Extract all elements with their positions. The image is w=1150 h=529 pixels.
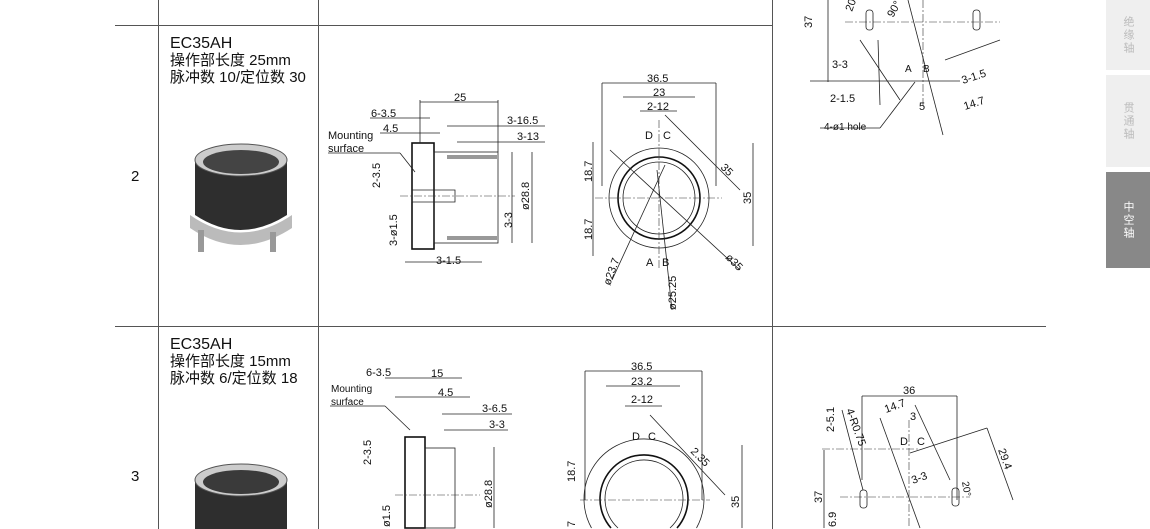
- dim-label: 6.9: [827, 512, 839, 527]
- dim-label: 2-12: [631, 394, 653, 406]
- dim-label: 3-6.5: [482, 403, 507, 415]
- dim-label: 18.7: [583, 161, 595, 182]
- dim-label: 35: [742, 192, 754, 204]
- spec-length: 操作部长度 25mm: [170, 52, 291, 69]
- product-photo: [194, 463, 288, 529]
- label-d: D: [632, 431, 640, 443]
- dim-label: 36.5: [631, 361, 652, 373]
- dim-label: 2-12: [647, 101, 669, 113]
- tab-label: 贯通轴: [1122, 101, 1134, 141]
- table-divider: [318, 0, 319, 529]
- dim-label: ø23.7: [602, 256, 623, 287]
- dim-label: 23: [653, 87, 665, 99]
- dim-label: 2-3.5: [371, 163, 383, 188]
- dim-label: ø28.8: [483, 480, 495, 508]
- label-c: C: [663, 130, 671, 142]
- dim-label: 7: [566, 521, 578, 527]
- dim-label: 18.7: [566, 461, 578, 482]
- dim-label: 2.35: [688, 446, 712, 470]
- label-c: C: [917, 436, 925, 448]
- product-info: EC35AH 操作部长度 15mm 脉冲数 6/定位数 18: [170, 336, 298, 387]
- dim-label: 3-3: [832, 59, 848, 71]
- model-name: EC35AH: [170, 35, 233, 52]
- front-view-drawing: 36.5 23 2-12 D C 18.7 18.7 35 35 ø23.7 A…: [583, 73, 754, 311]
- dim-label: 3-13: [517, 131, 539, 143]
- dim-label: ø35: [723, 252, 745, 274]
- dim-label: ø28.8: [520, 182, 532, 210]
- model-name: EC35AH: [170, 336, 233, 353]
- dim-label: 4-ø1 hole: [824, 122, 867, 133]
- dim-label: 6-3.5: [366, 367, 391, 379]
- label-d: D: [645, 130, 653, 142]
- mounting-hole-drawing: 37 20 90° 3-3 A B 3-1.5 2-1.5 5 14.7 4-ø…: [803, 0, 1001, 136]
- dim-label: 25: [454, 92, 466, 104]
- label-a: A: [646, 257, 654, 269]
- dim-label: 3-3: [910, 470, 929, 487]
- tab-label: 绝缘轴: [1122, 15, 1134, 55]
- spec-pulses: 脉冲数 10/定位数 30: [170, 69, 306, 86]
- label-b: B: [662, 257, 669, 269]
- product-photo: [190, 143, 292, 252]
- side-view-drawing: 25 6-3.5 4.5 Mounting surface 3-16.5 3-1…: [328, 92, 545, 267]
- dim-label: 4.5: [383, 123, 398, 135]
- dim-label: B: [923, 64, 930, 75]
- label-d: D: [900, 436, 908, 448]
- dim-label: 20: [844, 0, 859, 13]
- dim-label: 2-5.1: [825, 407, 837, 432]
- label-c: C: [648, 431, 656, 443]
- dim-label: 36: [903, 385, 915, 397]
- table-divider: [115, 25, 772, 26]
- dim-label: 3-3: [503, 212, 515, 228]
- dim-label: 37: [803, 16, 815, 28]
- dim-label: 36.5: [647, 73, 668, 85]
- dim-label: A: [905, 64, 912, 75]
- dim-label: 35: [718, 162, 735, 179]
- dim-label: 23.2: [631, 376, 652, 388]
- dim-label: 3-1.5: [436, 255, 461, 267]
- spec-length: 操作部长度 15mm: [170, 353, 291, 370]
- dim-label: 14.7: [883, 397, 907, 416]
- dim-label: 5: [919, 101, 925, 113]
- dim-label: 18.7: [583, 219, 595, 240]
- middle-ring: [599, 454, 689, 529]
- tab-hollow-shaft[interactable]: 中空轴: [1106, 172, 1150, 268]
- dim-label: 3-1.5: [960, 68, 988, 87]
- label-mounting: Mounting: [328, 130, 373, 142]
- dim-label: ø1.5: [381, 505, 393, 527]
- inner-ring: [604, 459, 684, 529]
- dim-label: 3-3: [489, 419, 505, 431]
- dim-label: 2-3.5: [362, 440, 374, 465]
- dim-label: 3-ø1.5: [388, 214, 400, 246]
- row-number: 2: [131, 168, 140, 185]
- spec-pulses: 脉冲数 6/定位数 18: [170, 370, 298, 387]
- label-surface: surface: [331, 397, 364, 408]
- dim-label: 15: [431, 368, 443, 380]
- tab-label: 中空轴: [1122, 200, 1134, 240]
- label-surface: surface: [328, 143, 364, 155]
- dim-label: 4.5: [438, 387, 453, 399]
- dim-label: 90°: [885, 0, 904, 19]
- dim-label: 2-1.5: [830, 93, 855, 105]
- table-divider: [115, 326, 1046, 327]
- dim-label: 35: [730, 496, 742, 508]
- product-info: EC35AH 操作部长度 25mm 脉冲数 10/定位数 30: [170, 35, 306, 86]
- dim-label: 37: [813, 491, 825, 503]
- dim-label: 14.7: [962, 95, 986, 113]
- dim-label: ø25.25: [667, 276, 679, 310]
- front-view-drawing: 36.5 23.2 2-12 D C 2.35 35 18.7 7: [566, 361, 743, 529]
- table-divider: [158, 0, 159, 529]
- mounting-hole-drawing: 36 14.7 3 2-5.1 4-R0.75 D C 29.4 3-3 20°…: [813, 385, 1014, 529]
- row-number: 3: [131, 468, 140, 485]
- label-mounting: Mounting: [331, 384, 372, 395]
- tab-insulated-shaft[interactable]: 绝缘轴: [1106, 0, 1150, 70]
- dim-label: 3-16.5: [507, 115, 538, 127]
- dim-label: 6-3.5: [371, 108, 396, 120]
- tab-through-shaft[interactable]: 贯通轴: [1106, 75, 1150, 167]
- outer-ring: [583, 438, 705, 529]
- side-view-drawing: 6-3.5 15 Mounting surface 4.5 3-6.5 3-3 …: [330, 367, 512, 529]
- table-divider: [772, 0, 773, 529]
- dim-label: 20°: [959, 481, 972, 498]
- dim-label: 3: [910, 411, 916, 423]
